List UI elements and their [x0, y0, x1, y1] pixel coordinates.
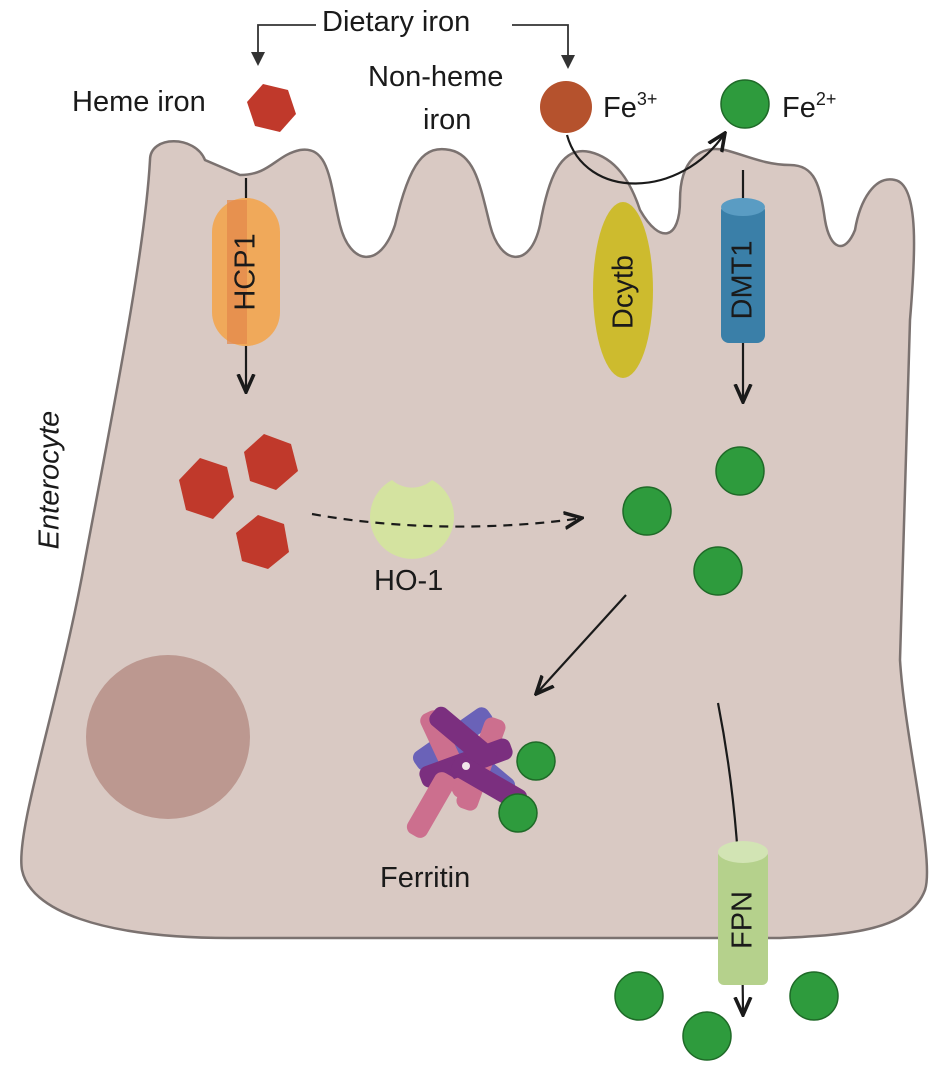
- heme-iron-label: Heme iron: [72, 86, 206, 118]
- non-heme-iron-label-line1: Non-heme: [368, 61, 504, 93]
- dmt1-top-cap: [721, 198, 765, 216]
- fpn-top-cap: [718, 841, 768, 863]
- dcytb-protein: [593, 202, 653, 378]
- hcp1-label: HCP1: [229, 233, 262, 311]
- nucleus: [86, 655, 250, 819]
- enterocyte-cell: [20, 140, 929, 940]
- fe2-circle-exported-2: [789, 971, 839, 1021]
- fpn-label: FPN: [726, 891, 759, 949]
- fe2-label-charge: 2+: [815, 89, 837, 109]
- fe2-circle-exported-3: [682, 1011, 732, 1061]
- dietary-iron-label: Dietary iron: [322, 6, 471, 38]
- fe2-circle-inside-2: [622, 486, 672, 536]
- dietary-iron-arrowhead-right: [561, 55, 575, 69]
- dmt1-protein: [721, 203, 765, 343]
- hcp1-protein-stripe: [227, 200, 247, 344]
- ho1-label: HO-1: [374, 565, 444, 597]
- fe3-label-charge: 3+: [636, 89, 658, 109]
- ho1-dashed-arrow: [311, 514, 582, 527]
- dcytb-label: Dcytb: [607, 254, 640, 330]
- fe2-label-base: Fe: [782, 92, 816, 124]
- dietary-iron-bracket: [257, 24, 569, 55]
- dmt1-label: DMT1: [726, 240, 759, 320]
- dietary-iron-arrowhead-left: [251, 52, 265, 66]
- fe3-label: Fe3+: [603, 90, 657, 123]
- fe2-circle-outside: [720, 79, 770, 129]
- fe2-circle-exported-1: [614, 971, 664, 1021]
- fe3-label-base: Fe: [603, 92, 637, 124]
- fe3-circle: [540, 81, 592, 133]
- ferritin-fe2-circle-2: [498, 793, 538, 833]
- heme-hexagon-inside-2: [244, 434, 298, 490]
- non-heme-iron-label-line2: iron: [423, 104, 472, 136]
- to-ferritin-arrow: [536, 594, 627, 694]
- fe2-circle-inside-3: [693, 546, 743, 596]
- heme-hexagon-inside-1: [179, 458, 234, 519]
- fpn-protein: [718, 850, 768, 985]
- fe2-label: Fe2+: [782, 90, 836, 123]
- fe3-to-fe2-arrow: [565, 133, 725, 185]
- fe2-circle-inside-1: [715, 446, 765, 496]
- heme-hexagon-inside-3: [236, 515, 289, 569]
- heme-iron-hexagon: [247, 84, 296, 132]
- ferritin-fe2-circle-1: [516, 741, 556, 781]
- ho1-enzyme: [370, 480, 455, 559]
- enterocyte-label: Enterocyte: [33, 410, 66, 550]
- ferritin-label: Ferritin: [380, 862, 471, 894]
